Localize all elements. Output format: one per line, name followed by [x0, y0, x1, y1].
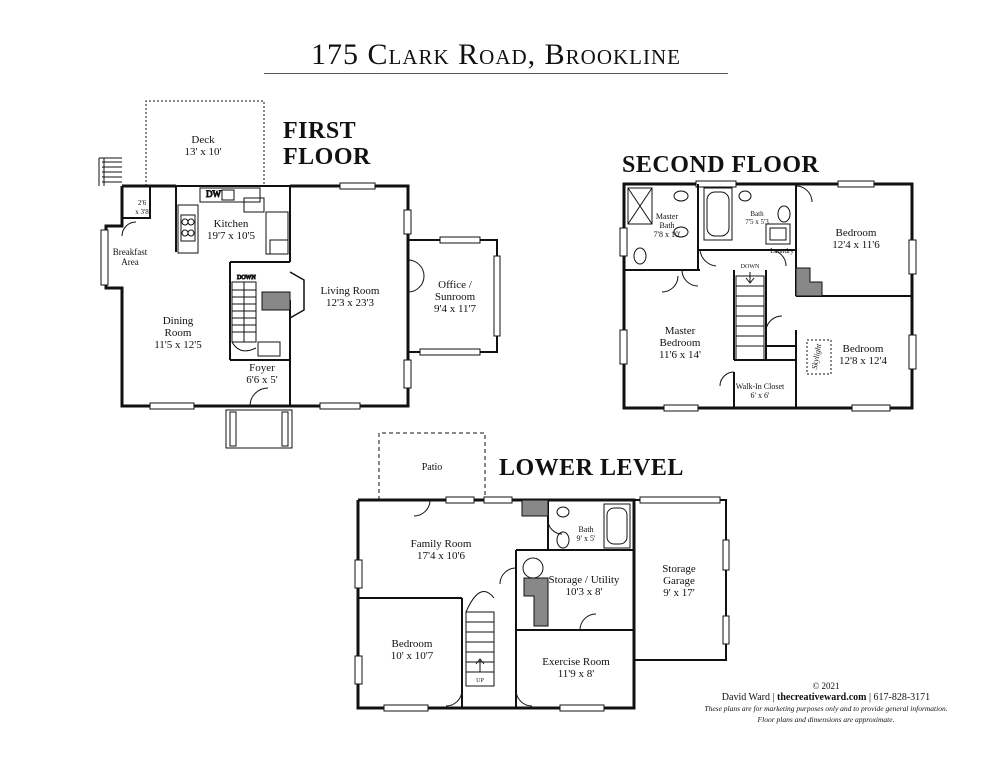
dining-name1: Dining: [163, 315, 194, 327]
master-bath-name1: Master: [656, 212, 679, 221]
bedroom-ll-name: Bedroom: [392, 638, 433, 650]
title-underline: [264, 73, 728, 74]
disclaimer-line-2: Floor plans and dimensions are approxima…: [696, 714, 956, 725]
first-floor-interior-walls: [122, 185, 291, 406]
bath-ll-dim: 9' x 5': [577, 534, 596, 543]
bath-ll-name: Bath: [578, 525, 593, 534]
bedroom2b-name: Bedroom: [843, 343, 884, 355]
second-floor-room-labels: Master Bath 7'8 x 10' Bath 7'5 x 5'3 Lau…: [654, 210, 888, 400]
first-floor-room-labels: Deck 13' x 10' Kitchen 19'7 x 10'5 Break…: [113, 134, 477, 386]
credit-line: David Ward | thecreativeward.com | 617-8…: [696, 692, 956, 703]
bath2-name: Bath: [750, 210, 764, 218]
kitchen-name: Kitchen: [214, 218, 249, 230]
storage-garage-name1: Storage: [662, 563, 696, 575]
bedroom2a-dim: 12'4 x 11'6: [832, 239, 880, 251]
fireplace: [261, 271, 305, 319]
master-bedroom-name2: Bedroom: [660, 337, 701, 349]
breakfast-name2: Area: [121, 257, 139, 267]
lower-level-room-labels: Patio Family Room 17'4 x 10'6 Bath 9' x …: [391, 462, 696, 684]
kitchen-fixtures: [177, 187, 289, 255]
office-name1: Office /: [438, 279, 473, 291]
living-name: Living Room: [321, 285, 380, 297]
lower-level-windows: [354, 496, 730, 712]
first-floor-label-line2: FLOOR: [283, 144, 371, 170]
master-bath-name2: Bath: [659, 221, 674, 230]
bedroom-ll-dim: 10' x 10'7: [391, 650, 434, 662]
lower-level-staircase: [465, 591, 495, 687]
storage-utility-name: Storage / Utility: [549, 574, 620, 586]
lower-level-doors: [413, 499, 597, 707]
half-bath-dim2: x 3'8: [135, 208, 149, 216]
bedroom2b-dim: 12'8 x 12'4: [839, 355, 887, 367]
second-floor-plan: [619, 180, 917, 412]
deck-name: Deck: [191, 134, 215, 146]
dishwasher-label: DW: [206, 189, 221, 199]
lower-level-plan: [354, 432, 730, 712]
second-floor-label: SECOND FLOOR: [622, 152, 820, 178]
storage-garage-name2: Garage: [663, 575, 695, 587]
second-floor-staircase: [735, 272, 765, 361]
walkin-name: Walk-In Closet: [736, 382, 785, 391]
family-name: Family Room: [411, 538, 472, 550]
living-dim: 12'3 x 23'3: [326, 297, 374, 309]
deck-outline: [145, 100, 265, 186]
storage-garage-dim: 9' x 17': [663, 587, 694, 599]
foyer-name: Foyer: [249, 362, 275, 374]
bath2-dim: 7'5 x 5'3: [745, 218, 769, 226]
foyer-dim: 6'6 x 5': [246, 374, 277, 386]
lower-level-interior-walls: [358, 500, 634, 708]
front-stoop: [225, 409, 293, 449]
first-floor-label-line1: FIRST: [283, 118, 357, 144]
first-floor-windows: [100, 182, 501, 410]
disclaimer-text-1: These plans are for marketing purposes o…: [704, 704, 948, 713]
bedroom2a-name: Bedroom: [836, 227, 877, 239]
first-floor-plan: DW DOWN: [98, 100, 501, 449]
half-bath-dim1: 2'6: [138, 199, 147, 207]
patio-name: Patio: [422, 462, 443, 473]
back-steps: [98, 157, 122, 186]
second-floor-fixtures: [627, 187, 832, 375]
lower-level-up-label: UP: [476, 678, 484, 684]
second-floor-down-label: DOWN: [741, 264, 760, 270]
first-floor-down-label: DOWN: [237, 275, 256, 281]
exercise-dim: 11'9 x 8': [558, 668, 595, 680]
skylight-name: Skylight: [810, 342, 823, 370]
family-dim: 17'4 x 10'6: [417, 550, 465, 562]
office-dim: 9'4 x 11'7: [434, 303, 477, 315]
dining-dim: 11'5 x 12'5: [154, 339, 202, 351]
laundry-name: Laundry: [770, 247, 794, 255]
first-floor-staircase: [231, 281, 281, 357]
kitchen-dim: 19'7 x 10'5: [207, 230, 255, 242]
dining-name2: Room: [165, 327, 192, 339]
second-floor-windows: [619, 180, 917, 412]
phone-number: 617-828-3171: [873, 692, 931, 703]
author-name: David Ward: [721, 692, 770, 703]
master-bedroom-name1: Master: [665, 325, 696, 337]
storage-utility-dim: 10'3 x 8': [566, 586, 603, 598]
master-bedroom-dim: 11'6 x 14': [659, 349, 701, 361]
credit-separator-1: |: [772, 692, 775, 703]
deck-dim: 13' x 10': [185, 146, 222, 158]
disclaimer-text-2: Floor plans and dimensions are approxima…: [757, 715, 895, 724]
page-title: 175 Clark Road, Brookline: [310, 38, 681, 71]
master-bath-dim: 7'8 x 10': [654, 230, 681, 239]
footer-credits: © 2021 David Ward | thecreativeward.com …: [696, 681, 956, 725]
title-block: 175 Clark Road, Brookline: [264, 38, 728, 72]
exercise-name: Exercise Room: [542, 656, 610, 668]
lower-level-label: LOWER LEVEL: [499, 455, 684, 481]
first-floor-label: FIRST FLOOR: [283, 118, 371, 170]
copyright-line: © 2021: [812, 681, 840, 691]
credit-separator-2: |: [869, 692, 872, 703]
lower-level-fixtures: [521, 499, 631, 627]
patio-outline: [378, 432, 486, 500]
website-text: thecreativeward.com: [776, 692, 867, 703]
disclaimer-line-1: These plans are for marketing purposes o…: [696, 703, 956, 714]
first-floor-doors: [121, 221, 425, 407]
second-floor-doors: [661, 185, 813, 387]
office-name2: Sunroom: [435, 291, 476, 303]
walkin-dim: 6' x 6': [751, 391, 770, 400]
breakfast-name1: Breakfast: [113, 247, 148, 257]
